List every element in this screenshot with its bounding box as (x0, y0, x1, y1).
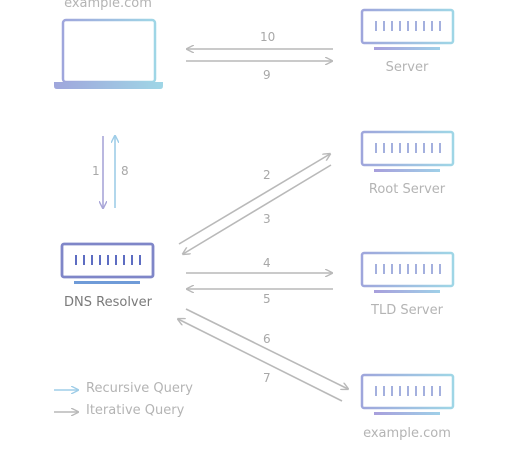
step-3: 3 (263, 212, 271, 226)
step-6: 6 (263, 332, 271, 346)
step-9: 9 (263, 68, 271, 82)
step-5: 5 (263, 292, 271, 306)
dns-resolver-label: DNS Resolver (64, 295, 152, 310)
step-10: 10 (260, 30, 276, 44)
server-label: Server (385, 60, 429, 75)
arrow-6 (185, 308, 348, 389)
auth-server-icon (360, 373, 455, 415)
arrow-7 (178, 319, 343, 402)
root-server-label: Root Server (368, 182, 446, 197)
root-server-icon (360, 130, 455, 172)
laptop-label: example.com (64, 0, 152, 11)
laptop-icon (54, 18, 163, 89)
arrow-2 (178, 154, 330, 245)
step-8: 8 (121, 164, 129, 178)
tld-server-label: TLD Server (371, 303, 443, 318)
dns-resolver-icon (60, 242, 155, 284)
legend-iterative-label: Iterative Query (86, 403, 185, 418)
legend-recursive-label: Recursive Query (86, 381, 193, 396)
step-4: 4 (263, 256, 271, 270)
arrow-3 (183, 164, 332, 254)
step-2: 2 (263, 168, 271, 182)
server-icon (360, 8, 455, 50)
auth-server-label: example.com (363, 426, 451, 441)
step-1: 1 (92, 164, 100, 178)
tld-server-icon (360, 251, 455, 293)
step-7: 7 (263, 371, 271, 385)
